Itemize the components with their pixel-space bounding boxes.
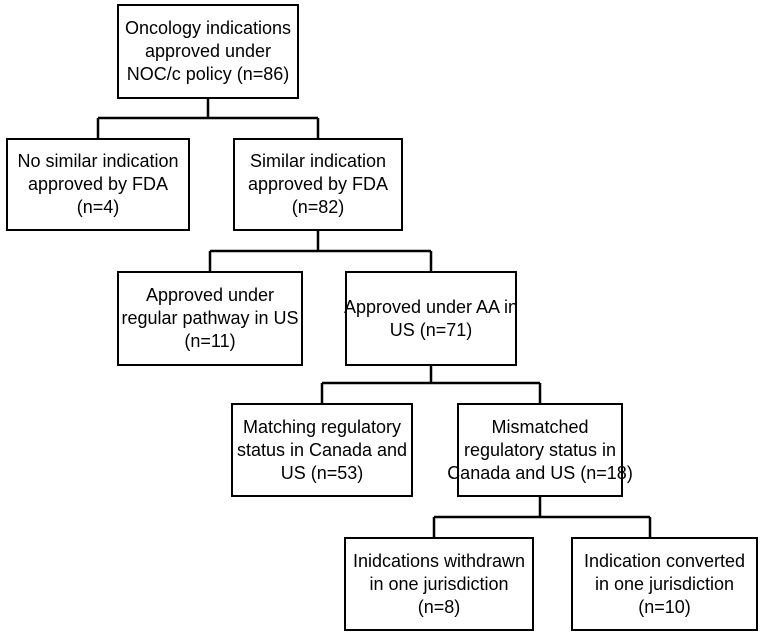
node-mismatched-line-1: Mismatched — [491, 416, 589, 437]
node-approved-aa: Approved under AA in US (n=71) — [343, 271, 519, 366]
node-regular-line-3: (n=11) — [184, 331, 236, 351]
node-similar-line-3: (n=82) — [291, 197, 345, 217]
connector-similar — [208, 231, 433, 271]
node-no-similar-line-3: (n=4) — [76, 197, 120, 217]
node-regular-line-1: Approved under — [145, 285, 275, 305]
node-no-similar-line-2: approved by FDA — [27, 174, 169, 194]
node-root-line-3: NOC/c policy (n=86) — [126, 64, 290, 84]
node-matching-line-2: status in Canada and — [236, 439, 408, 460]
node-mismatched-status: Mismatched regulatory status in Canada a… — [447, 403, 633, 497]
node-converted-line-1: Indication converted — [583, 550, 746, 571]
node-converted-line-3: (n=10) — [638, 596, 691, 617]
node-converted-line-2: in one jurisdiction — [594, 573, 735, 594]
node-withdrawn-line-1: Inidcations withdrawn — [352, 550, 526, 571]
node-root: Oncology indications approved under NOC/… — [117, 4, 299, 99]
node-matching-status: Matching regulatory status in Canada and… — [231, 403, 413, 497]
node-matching-line-3: US (n=53) — [280, 462, 364, 483]
node-regular-pathway: Approved under regular pathway in US (n=… — [117, 271, 303, 366]
node-no-similar-line-1: No similar indication — [17, 151, 179, 171]
node-withdrawn-line-3: (n=8) — [417, 596, 461, 617]
node-mismatched-line-3: Canada and US (n=18) — [447, 462, 633, 483]
connector-mismatched — [432, 497, 652, 537]
node-mismatched-line-2: regulatory status in — [463, 439, 617, 460]
node-aa-line-1: Approved under AA in — [343, 296, 519, 317]
node-similar-indication: Similar indication approved by FDA (n=82… — [233, 138, 403, 231]
node-similar-line-2: approved by FDA — [247, 174, 389, 194]
connector-root — [96, 99, 320, 138]
node-indications-withdrawn: Inidcations withdrawn in one jurisdictio… — [344, 537, 534, 631]
node-aa-line-2: US (n=71) — [389, 319, 473, 340]
node-similar-line-1: Similar indication — [249, 151, 387, 171]
node-no-similar-indication: No similar indication approved by FDA (n… — [6, 138, 190, 231]
node-withdrawn-line-2: in one jurisdiction — [369, 573, 509, 594]
node-indication-converted: Indication converted in one jurisdiction… — [571, 537, 758, 631]
node-regular-line-2: regular pathway in US — [121, 308, 299, 328]
node-root-line-2: approved under — [144, 41, 272, 61]
connector-aa — [320, 366, 542, 403]
node-root-line-1: Oncology indications — [124, 18, 292, 38]
node-matching-line-1: Matching regulatory — [242, 416, 402, 437]
